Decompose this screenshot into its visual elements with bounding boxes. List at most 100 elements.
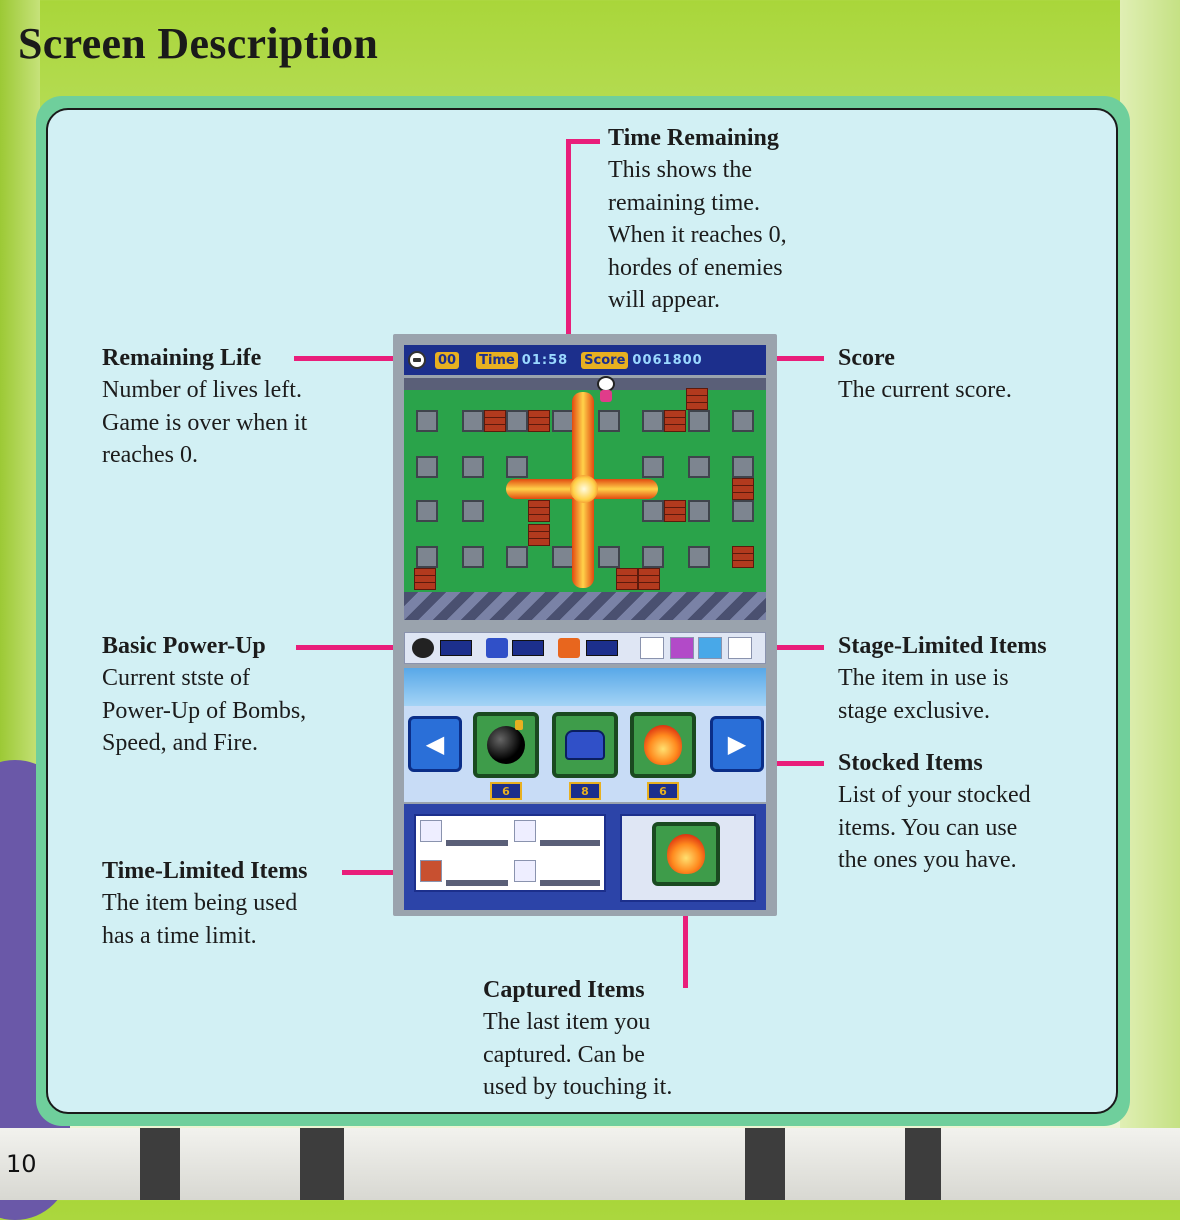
bottom-stripe [905, 1128, 941, 1200]
callout-title: Score [838, 345, 895, 371]
bottom-stripe [300, 1128, 344, 1200]
pillar-block [462, 410, 484, 432]
callout-desc: This shows the remaining time. When it r… [608, 157, 787, 313]
game-hud: 00 Time 01:58 Score 0061800 [404, 345, 766, 375]
time-value: 01:58 [521, 352, 569, 368]
connector-power-up [296, 645, 406, 650]
time-limit-bar [540, 840, 600, 846]
callout-score: Score The current score. [838, 342, 1012, 407]
callout-title: Captured Items [483, 977, 645, 1003]
pillar-block [688, 456, 710, 478]
stock-slot-skate[interactable] [552, 712, 618, 778]
explosion-core [570, 475, 598, 503]
pillar-block [552, 410, 574, 432]
connector-score [760, 356, 824, 361]
pillar-block [642, 500, 664, 522]
callout-title: Time Remaining [608, 125, 779, 151]
brick-block [638, 568, 660, 590]
score-display: Score 0061800 [577, 349, 707, 371]
pillar-block [642, 456, 664, 478]
time-limit-bar [446, 840, 508, 846]
callout-time-limited-items: Time-Limited Items The item being used h… [102, 855, 308, 952]
pillar-block [462, 546, 484, 568]
callout-stage-limited-items: Stage-Limited Items The item in use is s… [838, 630, 1047, 727]
skate-icon [565, 730, 605, 760]
pillar-block [688, 410, 710, 432]
time-limited-slot [420, 820, 442, 842]
brick-block [414, 568, 436, 590]
brick-block [528, 500, 550, 522]
brick-block [528, 524, 550, 546]
connector-stocked-items [764, 761, 824, 766]
time-label: Time [476, 351, 518, 369]
callout-title: Stage-Limited Items [838, 633, 1047, 659]
bomb-icon [487, 720, 525, 764]
pillar-block [462, 500, 484, 522]
connector-time-top [566, 139, 600, 144]
time-limited-items-box [414, 814, 606, 892]
bottom-strip [0, 1128, 1180, 1200]
bomberman-face-icon [408, 351, 426, 369]
time-limited-slot [514, 820, 536, 842]
sky-band [404, 668, 766, 708]
callout-title: Basic Power-Up [102, 633, 266, 659]
field-top-wall [404, 378, 766, 390]
page-title: Screen Description [18, 19, 379, 68]
pillar-block [552, 546, 574, 568]
callout-title: Time-Limited Items [102, 858, 308, 884]
pillar-block [688, 546, 710, 568]
right-green-band [1120, 0, 1180, 1200]
stock-count: 6 [647, 782, 679, 800]
callout-remaining-life: Remaining Life Number of lives left. Gam… [102, 342, 307, 472]
bomberman-body [600, 390, 612, 402]
time-limit-bar [540, 880, 600, 886]
connector-captured [683, 884, 688, 988]
pillar-block [688, 500, 710, 522]
callout-captured-items: Captured Items The last item you capture… [483, 974, 672, 1104]
bottom-stripe [140, 1128, 180, 1200]
callout-desc: The last item you captured. Can be used … [483, 1009, 673, 1100]
stage-item-slot [640, 637, 664, 659]
lives-counter: 00 [431, 349, 467, 371]
bottom-stripe [745, 1128, 785, 1200]
connector-stage-items [764, 645, 824, 650]
lives-value: 00 [435, 351, 460, 369]
callout-stocked-items: Stocked Items List of your stocked items… [838, 747, 1031, 877]
fire-level-gauge [586, 640, 618, 656]
brick-block [616, 568, 638, 590]
pillar-block [642, 410, 664, 432]
stock-right-button[interactable]: ▶ [710, 716, 764, 772]
brick-block [686, 388, 708, 410]
stage-item-slot [728, 637, 752, 659]
score-value: 0061800 [632, 352, 703, 368]
pillar-block [598, 410, 620, 432]
stock-slot-bomb[interactable] [473, 712, 539, 778]
time-limit-bar [446, 880, 508, 886]
time-display: Time 01:58 [472, 349, 572, 371]
brick-block [528, 410, 550, 432]
callout-time-remaining: Time Remaining This shows the remaining … [608, 122, 787, 317]
stock-slot-fire[interactable] [630, 712, 696, 778]
connector-life [294, 356, 406, 361]
stock-left-button[interactable]: ◀ [408, 716, 462, 772]
captured-item-slot[interactable] [652, 822, 720, 886]
brick-block [664, 500, 686, 522]
pillar-block [598, 546, 620, 568]
callout-basic-power-up: Basic Power-Up Current stste of Power-Up… [102, 630, 306, 760]
pillar-block [732, 456, 754, 478]
skate-icon [486, 638, 508, 658]
pillar-block [642, 546, 664, 568]
callout-desc: The current score. [838, 377, 1012, 403]
pillar-block [506, 456, 528, 478]
time-limited-slot [514, 860, 536, 882]
stock-count: 6 [490, 782, 522, 800]
score-label: Score [581, 351, 629, 369]
connector-time-limited [342, 870, 406, 875]
callout-title: Stocked Items [838, 750, 983, 776]
pillar-block [416, 456, 438, 478]
page-number: 10 [6, 1150, 37, 1178]
connector-time [566, 139, 571, 351]
bomberman-sprite [596, 376, 616, 402]
bomb-icon [412, 638, 434, 658]
skate-level-gauge [512, 640, 544, 656]
